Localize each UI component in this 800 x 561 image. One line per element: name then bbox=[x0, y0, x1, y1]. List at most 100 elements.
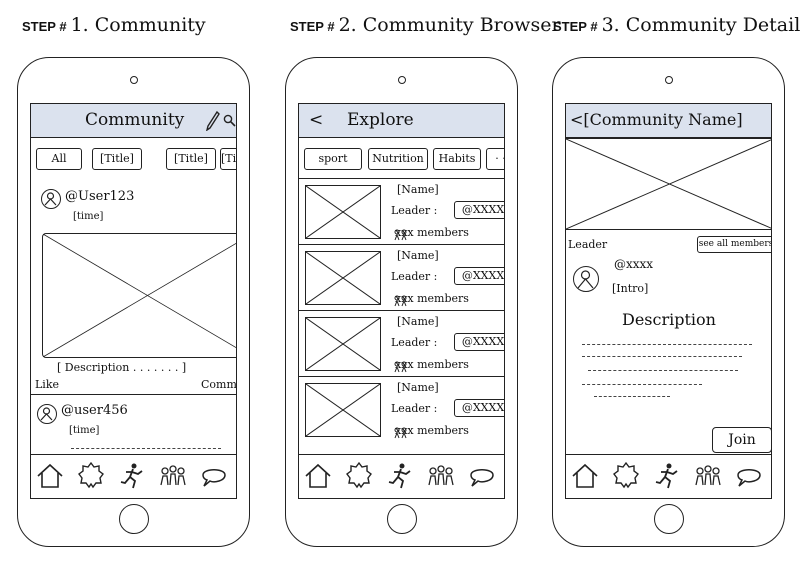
tab-title-3[interactable]: [Title bbox=[220, 148, 236, 170]
group-icon[interactable] bbox=[426, 461, 456, 491]
header: <[Community Name] bbox=[566, 104, 771, 138]
header: < Explore bbox=[299, 104, 504, 138]
avatar[interactable] bbox=[37, 404, 57, 424]
leader-handle[interactable]: @XXXX bbox=[454, 267, 504, 285]
chat-bubble-icon[interactable] bbox=[734, 461, 764, 491]
home-button[interactable] bbox=[653, 504, 684, 534]
badge-icon[interactable] bbox=[76, 461, 106, 491]
step-2-label: STEP #2. Community Browser bbox=[290, 14, 561, 36]
description-title: Description bbox=[622, 310, 716, 329]
screen-explore: < Explore sport Nutrition Habits · · · [… bbox=[298, 103, 505, 499]
screen-community: Community All [Title] [Title] [Title @Us… bbox=[30, 103, 237, 499]
description-text-placeholder bbox=[582, 356, 742, 357]
member-count: xxx members bbox=[395, 226, 469, 239]
community-row[interactable]: [Name] Leader : @XXXX xxx members bbox=[299, 377, 504, 443]
home-icon[interactable] bbox=[303, 461, 333, 491]
tab-title-1[interactable]: [Title] bbox=[92, 148, 142, 170]
description-text-placeholder bbox=[594, 396, 670, 397]
page-title[interactable]: <[Community Name] bbox=[570, 110, 743, 129]
phone-community-detail: <[Community Name] Leader see all members… bbox=[552, 57, 785, 547]
avatar[interactable] bbox=[41, 189, 61, 209]
post-time: [time] bbox=[73, 211, 104, 222]
post-username[interactable]: @user456 bbox=[61, 403, 128, 418]
community-image-placeholder bbox=[305, 185, 381, 239]
back-icon[interactable]: < bbox=[309, 110, 324, 130]
avatar[interactable] bbox=[573, 266, 599, 292]
community-cover-placeholder bbox=[566, 138, 771, 230]
description-text-placeholder bbox=[582, 384, 702, 385]
leader-intro: [Intro] bbox=[612, 282, 649, 295]
community-image-placeholder bbox=[305, 383, 381, 437]
speaker bbox=[129, 76, 138, 84]
like-button[interactable]: Like bbox=[35, 378, 59, 391]
step-1-title: 1. Community bbox=[70, 14, 206, 36]
group-icon[interactable] bbox=[158, 461, 188, 491]
tab-title-2[interactable]: [Title] bbox=[166, 148, 216, 170]
step-1-number: STEP # bbox=[22, 19, 67, 34]
description-text-placeholder bbox=[582, 344, 752, 345]
description-text-placeholder bbox=[588, 370, 738, 371]
runner-icon[interactable] bbox=[385, 461, 415, 491]
post-username[interactable]: @User123 bbox=[65, 189, 135, 204]
runner-icon[interactable] bbox=[117, 461, 147, 491]
screen-community-detail: <[Community Name] Leader see all members… bbox=[565, 103, 772, 499]
community-row[interactable]: [Name] Leader : @XXXX xxx members bbox=[299, 311, 504, 377]
home-button[interactable] bbox=[386, 504, 417, 534]
leader-label: Leader : bbox=[391, 204, 438, 217]
community-row[interactable]: [Name] Leader : @XXXX xxx members bbox=[299, 179, 504, 245]
community-image-placeholder bbox=[305, 251, 381, 305]
community-name: [Name] bbox=[397, 315, 439, 328]
tab-sport[interactable]: sport bbox=[304, 148, 362, 170]
step-3-number: STEP # bbox=[553, 19, 598, 34]
member-count: xxx members bbox=[395, 424, 469, 437]
speaker bbox=[397, 76, 406, 84]
search-icon[interactable] bbox=[223, 114, 236, 127]
bottom-tab-bar bbox=[31, 454, 236, 498]
header: Community bbox=[31, 104, 236, 138]
tab-habits[interactable]: Habits bbox=[433, 148, 481, 170]
home-icon[interactable] bbox=[35, 461, 65, 491]
home-button[interactable] bbox=[118, 504, 149, 534]
step-3-label: STEP #3. Community Detail bbox=[553, 14, 800, 36]
members-icon bbox=[394, 427, 407, 439]
leader-handle[interactable]: @XXXX bbox=[454, 333, 504, 351]
community-name: [Name] bbox=[397, 249, 439, 262]
tab-all[interactable]: All bbox=[36, 148, 82, 170]
member-count: xxx members bbox=[395, 358, 469, 371]
step-3-title: 3. Community Detail bbox=[601, 14, 800, 36]
chat-bubble-icon[interactable] bbox=[467, 461, 497, 491]
members-icon bbox=[394, 295, 407, 307]
step-2-title: 2. Community Browser bbox=[338, 14, 561, 36]
members-icon bbox=[394, 229, 407, 241]
group-icon[interactable] bbox=[693, 461, 723, 491]
runner-icon[interactable] bbox=[652, 461, 682, 491]
step-1-label: STEP #1. Community bbox=[22, 14, 206, 36]
tab-nutrition[interactable]: Nutrition bbox=[368, 148, 428, 170]
leader-handle[interactable]: @XXXX bbox=[454, 399, 504, 417]
badge-icon[interactable] bbox=[344, 461, 374, 491]
pencil-icon[interactable] bbox=[206, 111, 220, 131]
divider bbox=[299, 178, 504, 179]
bottom-tab-bar bbox=[566, 454, 771, 498]
leader-label: Leader bbox=[568, 238, 608, 251]
home-icon[interactable] bbox=[570, 461, 600, 491]
chat-bubble-icon[interactable] bbox=[199, 461, 229, 491]
member-count: xxx members bbox=[395, 292, 469, 305]
community-row[interactable]: [Name] Leader : @XXXX xxx members bbox=[299, 245, 504, 311]
members-icon bbox=[394, 361, 407, 373]
post-description: [ Description . . . . . . . ] bbox=[57, 361, 187, 374]
post-image-placeholder[interactable] bbox=[42, 233, 236, 358]
community-image-placeholder bbox=[305, 317, 381, 371]
see-all-members-button[interactable]: see all members bbox=[697, 236, 771, 253]
leader-label: Leader : bbox=[391, 336, 438, 349]
comment-button[interactable]: Comment bbox=[201, 378, 237, 391]
divider bbox=[31, 394, 236, 395]
tab-more[interactable]: · · · bbox=[486, 148, 504, 170]
post-time: [time] bbox=[69, 425, 100, 436]
join-button[interactable]: Join bbox=[712, 427, 771, 453]
leader-handle[interactable]: @XXXX bbox=[454, 201, 504, 219]
speaker bbox=[664, 76, 673, 84]
community-name: [Name] bbox=[397, 381, 439, 394]
leader-username[interactable]: @xxxx bbox=[614, 257, 654, 271]
badge-icon[interactable] bbox=[611, 461, 641, 491]
